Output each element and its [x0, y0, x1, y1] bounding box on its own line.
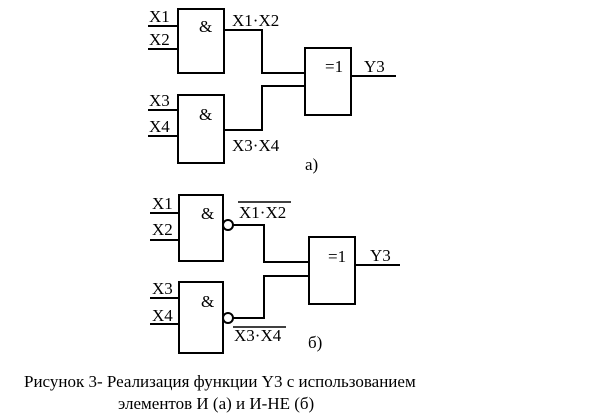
diagram-a: & X1 X2 X1·X2 & X3 X4 X3·X4 =1 Y3 а) [148, 7, 396, 174]
wire-b-g2-to-xor [233, 275, 309, 319]
diagram-b: & X1 X2 X1·X2 & X3 X4 X3·X4 =1 Y3 б) [150, 194, 400, 354]
and-gate-a1-symbol: & [199, 17, 212, 36]
wire-a-g2-to-xor [224, 85, 305, 131]
xor-gate-b-symbol: =1 [328, 247, 346, 266]
xor-gate-a-symbol: =1 [325, 57, 343, 76]
and-gate-a2-symbol: & [199, 105, 212, 124]
input-label-a-x1: X1 [149, 7, 170, 26]
input-label-b-x4: X4 [152, 306, 173, 325]
inversion-bubble-b1 [222, 219, 234, 231]
xor-gate-a [304, 47, 352, 116]
nand-gate-b2-symbol: & [201, 292, 214, 311]
wire-a-g1-to-xor [224, 29, 305, 74]
figure-caption-line-1: Рисунок 3- Реализация функции Y3 с испол… [24, 372, 416, 391]
input-label-a-x4: X4 [149, 117, 170, 136]
input-label-b-x1: X1 [152, 194, 173, 213]
output-label-a-x1x2: X1·X2 [232, 11, 279, 30]
diagram-b-label: б) [308, 333, 322, 352]
input-label-a-x2: X2 [149, 30, 170, 49]
xor-gate-b [308, 236, 356, 305]
wire-b-g1-to-xor [233, 224, 309, 263]
nand-gate-b1-symbol: & [201, 204, 214, 223]
output-label-a-x3x4: X3·X4 [232, 136, 280, 155]
input-label-a-x3: X3 [149, 91, 170, 110]
input-label-b-x2: X2 [152, 220, 173, 239]
output-label-b-x1x2: X1·X2 [239, 203, 286, 222]
inversion-bubble-b2 [222, 312, 234, 324]
output-label-b-x3x4: X3·X4 [234, 326, 282, 345]
output-label-b-y3: Y3 [370, 246, 391, 265]
input-label-b-x3: X3 [152, 279, 173, 298]
figure-caption-line-2: элементов И (а) и И-НЕ (б) [118, 394, 315, 413]
and-gate-a1 [177, 8, 225, 74]
diagram-a-label: а) [305, 155, 318, 174]
output-label-a-y3: Y3 [364, 57, 385, 76]
